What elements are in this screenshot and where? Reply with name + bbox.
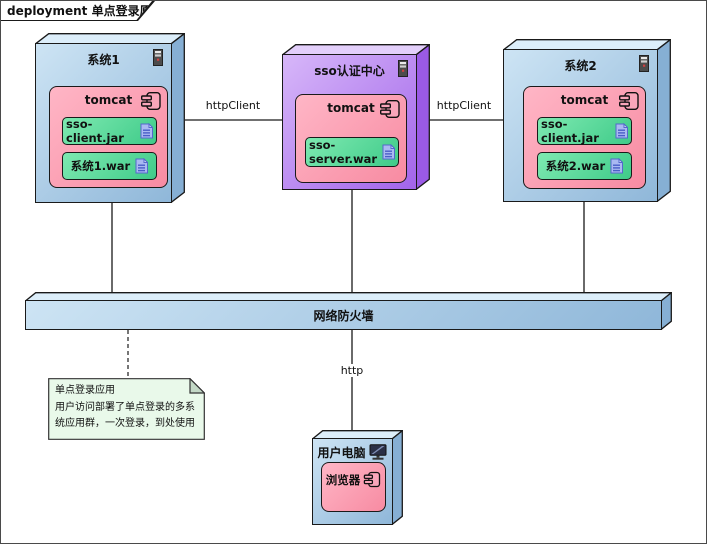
edge-label-httpclient-left: httpClient (205, 99, 261, 112)
artifact-icon (615, 123, 628, 139)
component-icon (141, 92, 161, 111)
component-tomcat-system2-label: tomcat (560, 93, 609, 107)
artifact-icon (610, 158, 624, 174)
artifact-sso-client-jar-system1[interactable]: sso-client.jar (62, 117, 157, 145)
artifact-sso-client-jar-system1-label: sso-client.jar (66, 117, 124, 145)
node-system1-title: 系统1 (87, 53, 120, 67)
node-user-pc-3d-shell (312, 430, 403, 525)
node-system2[interactable]: 系统2 tomcat sso-client.jar (503, 39, 671, 202)
artifact-icon (382, 144, 396, 160)
note-sso-description[interactable]: 单点登录应用 用户访问部署了单点登录的多系统应用群，一次登录，到处使用 (48, 377, 206, 440)
component-browser[interactable]: 浏览器 (321, 462, 386, 512)
edge-label-httpclient-right: httpClient (436, 99, 492, 112)
note-line-2: 用户访问部署了单点登录的多系统应用群，一次登录，到处使用 (55, 401, 195, 430)
component-tomcat-system1[interactable]: tomcat sso-client.jar (49, 86, 168, 188)
component-icon (380, 100, 400, 119)
edge-label-http: http (332, 364, 372, 377)
note-text: 单点登录应用 用户访问部署了单点登录的多系统应用群，一次登录，到处使用 (55, 383, 199, 433)
node-firewall[interactable]: 网络防火墙 (25, 292, 672, 330)
frame-title: deployment 单点登录原理 (1, 1, 152, 20)
node-sso-center-title: sso认证中心 (314, 64, 385, 78)
artifact-system1-war-label: 系统1.war (70, 159, 131, 173)
component-icon (619, 92, 639, 111)
component-icon (363, 471, 381, 488)
component-tomcat-system2[interactable]: tomcat sso-client.jar (523, 86, 646, 189)
server-icon (153, 49, 163, 66)
node-system1[interactable]: 系统1 tomcat sso-client.jar (35, 33, 185, 203)
component-tomcat-sso-label: tomcat (327, 101, 375, 115)
component-browser-label: 浏览器 (325, 472, 361, 487)
monitor-icon (369, 444, 386, 460)
node-user-pc[interactable]: 用户电脑 浏览器 (312, 430, 403, 525)
node-user-pc-title: 用户电脑 (317, 446, 366, 460)
artifact-sso-client-jar-system2-label: sso-client.jar (541, 117, 599, 145)
server-icon (639, 55, 649, 72)
artifact-system1-war[interactable]: 系统1.war (62, 152, 157, 180)
node-system2-title: 系统2 (564, 59, 597, 73)
artifact-sso-server-war[interactable]: sso-server.war (305, 137, 399, 167)
component-tomcat-sso[interactable]: tomcat sso-server.war (295, 94, 407, 183)
node-system1-3d-shell (35, 33, 185, 203)
artifact-icon (140, 123, 153, 139)
note-shape (48, 377, 206, 440)
artifact-system2-war[interactable]: 系统2.war (537, 152, 632, 180)
node-firewall-title: 网络防火墙 (313, 308, 374, 323)
node-sso-center[interactable]: sso认证中心 tomcat sso-server.war (282, 44, 430, 190)
component-tomcat-system1-label: tomcat (84, 93, 133, 107)
note-line-1: 单点登录应用 (55, 385, 115, 396)
artifact-sso-client-jar-system2[interactable]: sso-client.jar (537, 117, 632, 145)
artifact-sso-server-war-label: sso-server.war (308, 138, 378, 166)
artifact-system2-war-label: 系统2.war (545, 159, 606, 173)
server-icon (398, 60, 408, 77)
artifact-icon (135, 158, 149, 174)
frame-title-tab: deployment 单点登录原理 (1, 1, 155, 21)
